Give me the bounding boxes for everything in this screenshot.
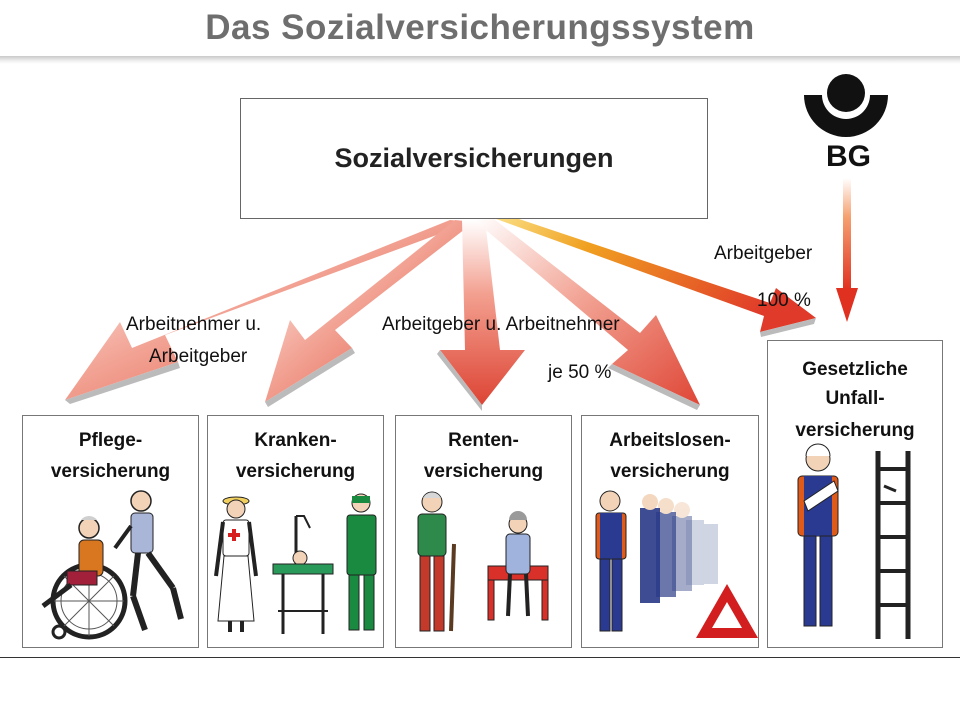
card-unfallversicherung: Gesetzliche Unfall- versicherung xyxy=(767,340,943,648)
label-100-percent: 100 % xyxy=(757,290,811,311)
accident-illustration-icon xyxy=(797,443,911,639)
card-title-line3: versicherung xyxy=(795,420,915,441)
card-title-line1: Arbeitslosen- xyxy=(609,430,731,451)
card-title-line2: versicherung xyxy=(610,461,730,482)
label-employer-employee: Arbeitgeber u. Arbeitnehmer xyxy=(382,314,620,335)
page-title: Das Sozialversicherungssystem xyxy=(205,8,755,47)
social-insurance-box: Sozialversicherungen xyxy=(240,98,708,219)
card-title-line2: versicherung xyxy=(423,461,544,482)
card-title-line2: versicherung xyxy=(50,461,171,482)
label-employer-line2: Arbeitgeber xyxy=(149,346,248,367)
care-illustration-icon xyxy=(41,490,184,640)
card-title-line1: Renten- xyxy=(448,430,519,451)
card-pflegeversicherung: Pflege- versicherung xyxy=(22,415,199,648)
bg-logo-icon xyxy=(804,74,888,137)
arrow-to-pflege xyxy=(65,220,472,404)
title-divider xyxy=(0,56,960,64)
card-arbeitslosenversicherung: Arbeitslosen- versicherung xyxy=(581,415,759,648)
arrow-to-kranken xyxy=(265,220,474,407)
label-employee-employer: Arbeitnehmer u. xyxy=(126,314,262,335)
card-krankenversicherung: Kranken- versicherung xyxy=(207,415,384,648)
arrow-to-renten xyxy=(437,220,525,411)
bg-logo-text: BG xyxy=(826,140,871,173)
card-title-line2: versicherung xyxy=(235,461,356,482)
card-title-line1: Gesetzliche xyxy=(802,359,908,380)
health-illustration-icon xyxy=(214,493,377,634)
arrow-from-bg xyxy=(836,178,858,322)
card-title-line2: Unfall- xyxy=(825,388,885,409)
arrow-to-arbeitslosen xyxy=(474,219,700,410)
social-insurance-label: Sozialversicherungen xyxy=(334,143,614,173)
arrow-to-unfall xyxy=(488,216,816,337)
label-50-percent: je 50 % xyxy=(548,362,612,383)
label-employer: Arbeitgeber xyxy=(714,243,813,264)
card-rentenversicherung: Renten- versicherung xyxy=(395,415,572,648)
card-title-line1: Pflege- xyxy=(78,430,143,451)
bottom-divider xyxy=(0,657,960,658)
card-title-line1: Kranken- xyxy=(254,430,337,451)
unemployment-illustration-icon xyxy=(595,490,758,638)
pension-illustration-icon xyxy=(417,491,549,632)
